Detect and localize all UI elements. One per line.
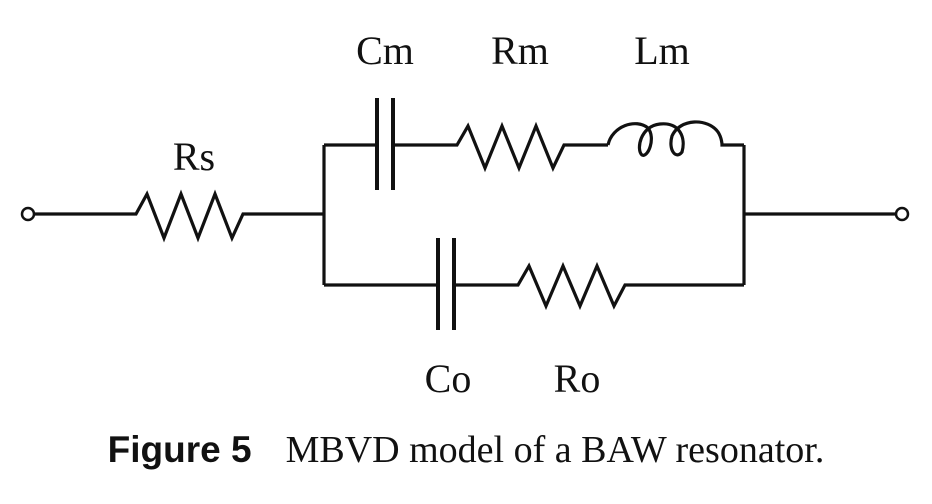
rs-label: Rs — [173, 134, 215, 179]
ro-resistor — [454, 261, 744, 311]
cm-label: Cm — [356, 28, 414, 73]
figure-caption: Figure 5 MBVD model of a BAW resonator. — [0, 428, 932, 472]
lm-label: Lm — [634, 28, 690, 73]
lm-inductor — [606, 120, 744, 157]
rs-resistor — [34, 189, 324, 243]
ro-label: Ro — [554, 356, 601, 401]
co-capacitor — [436, 238, 456, 330]
rm-resistor — [393, 121, 608, 173]
figure-label: Figure 5 — [107, 429, 252, 470]
caption-text: MBVD model of a BAW resonator. — [285, 429, 825, 471]
input-terminal — [20, 206, 36, 222]
output-terminal — [894, 206, 910, 222]
rm-label: Rm — [491, 28, 549, 73]
co-label: Co — [425, 356, 472, 401]
cm-capacitor — [375, 98, 395, 190]
